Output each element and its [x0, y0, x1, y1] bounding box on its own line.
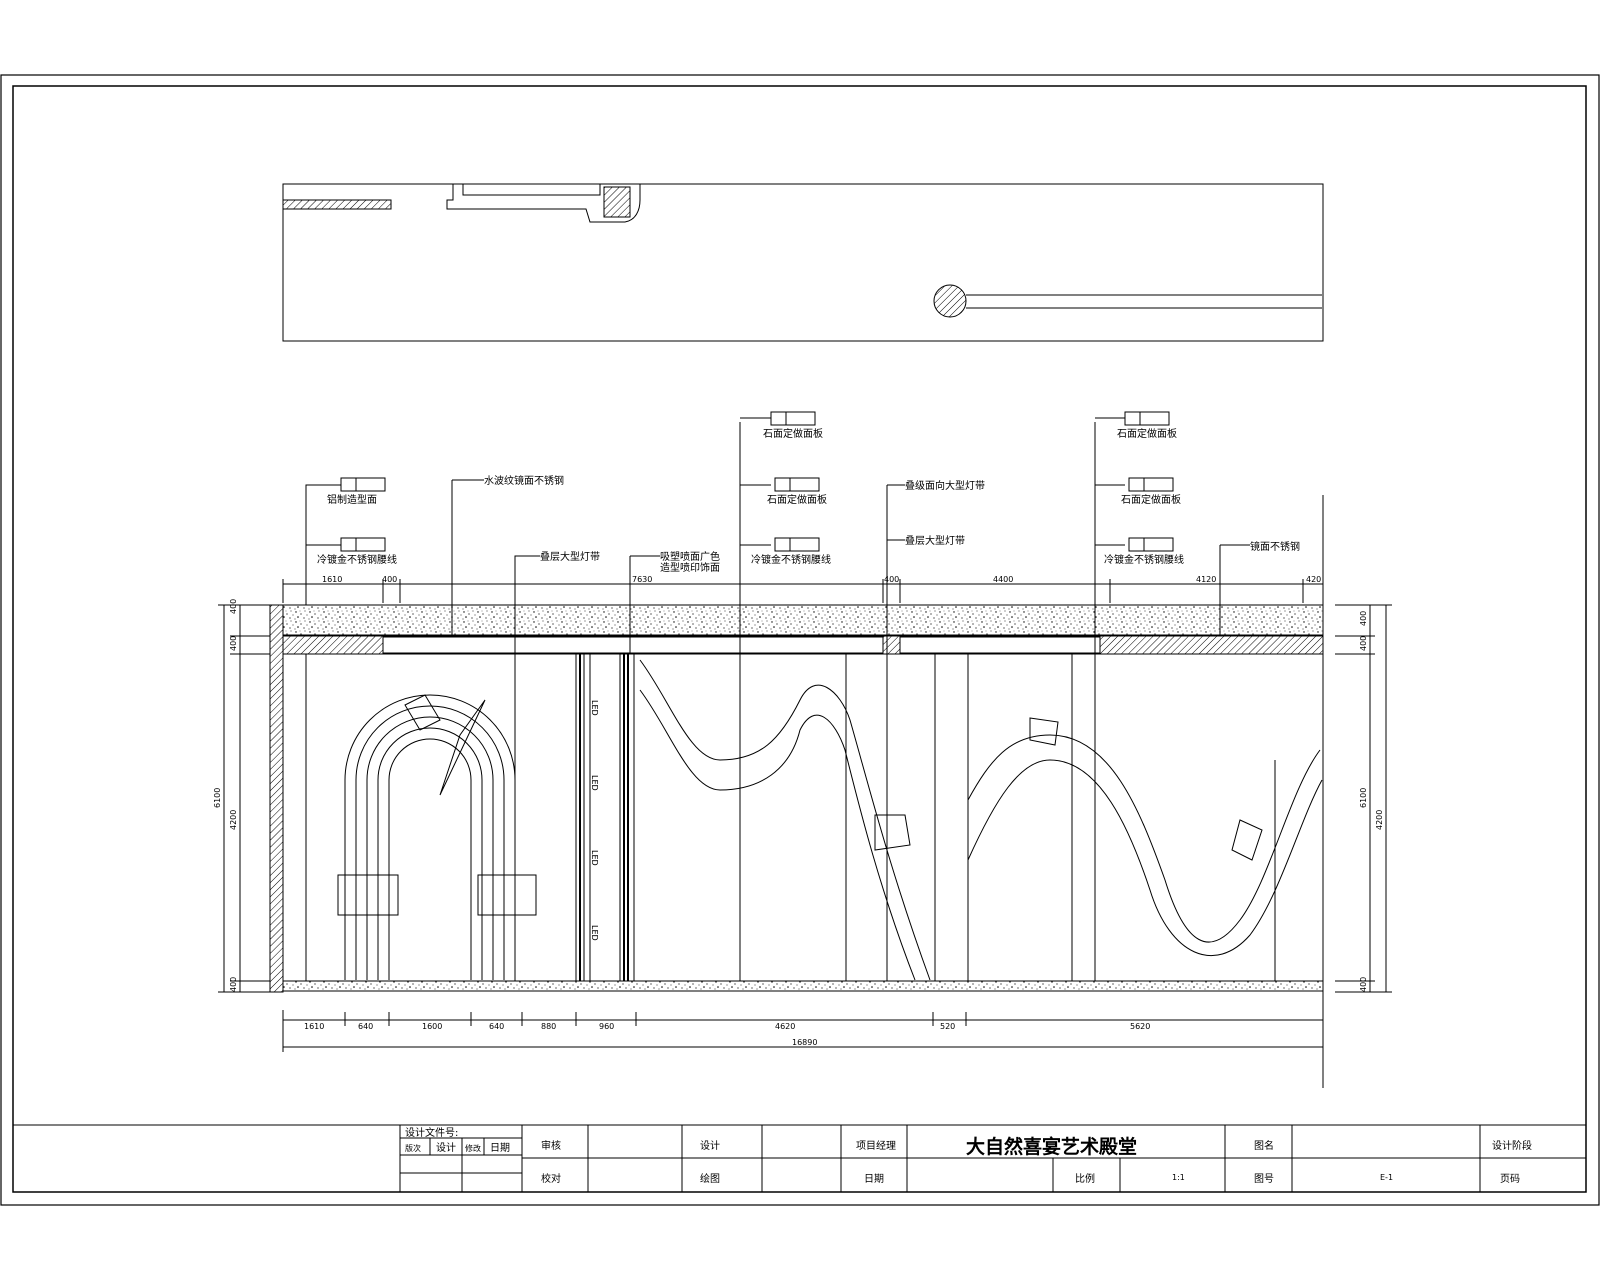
- drawing-no-label: 图号: [1254, 1173, 1274, 1185]
- design-stage-label: 设计阶段: [1492, 1139, 1532, 1152]
- dim-top-3: 7630: [632, 575, 652, 584]
- dim-left-4: 4200: [229, 810, 238, 830]
- spec-8: 冷镀金不锈钢腰线: [1104, 553, 1184, 566]
- inner-border: [12, 85, 1587, 1193]
- dim-top-7: 420: [1306, 575, 1321, 584]
- led-label-2: LED: [590, 775, 599, 791]
- dim-bottom-6: 960: [599, 1022, 614, 1031]
- spec-2: 冷镀金不锈钢腰线: [317, 553, 397, 566]
- title-block-text: 设计文件号: 版次 设计 修改 日期 审核 校对 设计 绘图 项目经理 日期 大…: [405, 1126, 1532, 1185]
- spec-3: 石面定做面板: [763, 427, 823, 440]
- note-shape-print: 造型喷印饰面: [660, 561, 720, 574]
- dim-bottom-9: 5620: [1130, 1022, 1150, 1031]
- review-label: 审核: [541, 1139, 561, 1152]
- dim-top-4: 400: [884, 575, 899, 584]
- outer-border: [0, 74, 1600, 1206]
- dim-left-3: 6100: [213, 788, 222, 808]
- spec-7: 石面定做面板: [1121, 493, 1181, 506]
- drawing-name-label: 图名: [1254, 1139, 1274, 1152]
- scale-value: 1:1: [1172, 1173, 1185, 1182]
- led-label-3: LED: [590, 850, 599, 866]
- dim-bottom-7: 4620: [775, 1022, 795, 1031]
- proofread-label: 校对: [541, 1172, 561, 1185]
- led-column: [575, 654, 635, 981]
- led-label-4: LED: [590, 925, 599, 941]
- design-label: 设计: [700, 1139, 720, 1152]
- plan-column: [933, 284, 967, 318]
- floor: [282, 980, 1324, 992]
- led-labels: LED LED LED LED: [590, 700, 599, 941]
- dim-top-2: 400: [382, 575, 397, 584]
- dim-left-2: 400: [229, 636, 238, 651]
- dim-bottom-8: 520: [940, 1022, 955, 1031]
- spec-1: 铝制造型面: [327, 493, 377, 506]
- dim-left-1: 400: [229, 599, 238, 614]
- draw-label: 绘图: [700, 1172, 720, 1185]
- dim-right-5: 400: [1359, 977, 1368, 992]
- dim-right-3: 6100: [1359, 788, 1368, 808]
- scale-label: 比例: [1075, 1172, 1095, 1185]
- dim-bottom-3: 1600: [422, 1022, 442, 1031]
- dim-bottom-1: 1610: [304, 1022, 324, 1031]
- arch-feature: [337, 694, 537, 980]
- ceiling-band: [282, 604, 1324, 636]
- dim-total: 16890: [792, 1038, 817, 1047]
- dimension-labels: 1610 400 7630 400 4400 4120 420 1610 640…: [213, 575, 1384, 1047]
- dim-top-5: 4400: [993, 575, 1013, 584]
- dim-bottom-4: 640: [489, 1022, 504, 1031]
- spec-5: 冷镀金不锈钢腰线: [751, 553, 831, 566]
- led-label-1: LED: [590, 700, 599, 716]
- note-layered-light-strip: 叠层大型灯带: [540, 550, 600, 563]
- plan-view: [282, 183, 1324, 342]
- drawing-no-value: E-1: [1380, 1173, 1393, 1182]
- plan-grille: [282, 199, 392, 210]
- note-vacuum-paint: 吸塑喷面广色: [660, 550, 720, 563]
- elevation-view: [218, 411, 1392, 1088]
- dim-bottom-5: 880: [541, 1022, 556, 1031]
- wave-sculpture-1: [639, 659, 931, 981]
- dim-right-4: 4200: [1375, 810, 1384, 830]
- note-mirror-steel: 镜面不锈钢: [1250, 540, 1300, 553]
- dim-left-5: 400: [229, 977, 238, 992]
- spec-6: 石面定做面板: [1117, 427, 1177, 440]
- rev-cell-2: 设计: [436, 1141, 456, 1154]
- page-label: 页码: [1500, 1173, 1520, 1185]
- note-stepped-light-strip: 叠级面向大型灯带: [905, 479, 985, 492]
- note-water-ripple-steel: 水波纹镜面不锈钢: [484, 474, 564, 487]
- rev-cell-3: 修改: [465, 1143, 481, 1153]
- title-block: [13, 1124, 1586, 1192]
- dim-right-2: 400: [1359, 636, 1368, 651]
- drawing-title: 大自然喜宴艺术殿堂: [966, 1135, 1137, 1158]
- date-label: 日期: [864, 1173, 884, 1185]
- dim-top-6: 4120: [1196, 575, 1216, 584]
- annotations: 水波纹镜面不锈钢 叠层大型灯带 吸塑喷面广色 造型喷印饰面 叠级面向大型灯带 叠…: [317, 427, 1300, 574]
- wave-sculpture-2: [967, 717, 1323, 957]
- dim-bottom-2: 640: [358, 1022, 373, 1031]
- design-file-no-label: 设计文件号:: [405, 1126, 458, 1139]
- dim-top-1: 1610: [322, 575, 342, 584]
- spec-4: 石面定做面板: [767, 493, 827, 506]
- left-wall: [269, 604, 284, 993]
- note-layered-light-strip-2: 叠层大型灯带: [905, 534, 965, 547]
- dim-right-1: 400: [1359, 611, 1368, 626]
- project-manager-label: 项目经理: [856, 1139, 896, 1152]
- rev-cell-1: 版次: [405, 1143, 421, 1153]
- rev-cell-4: 日期: [490, 1142, 510, 1154]
